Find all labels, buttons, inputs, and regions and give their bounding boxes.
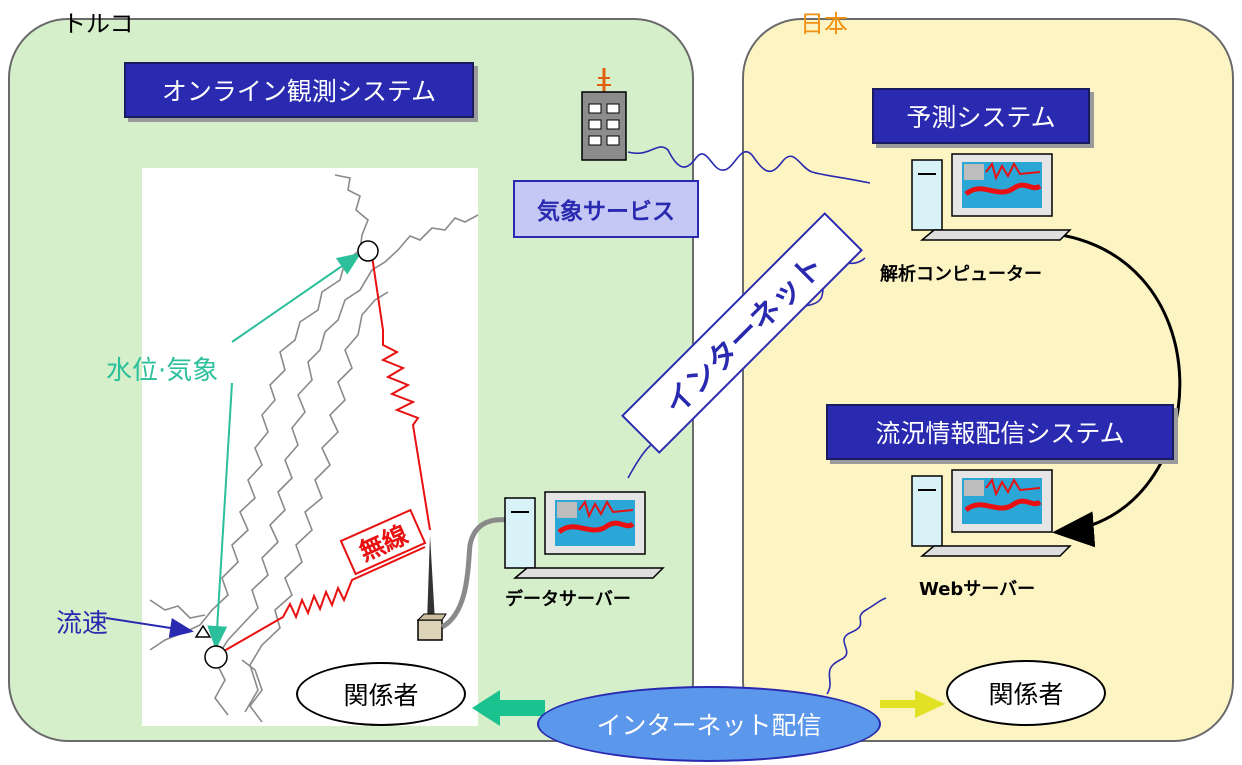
water-level-arrows [207,252,362,650]
data-server-caption: データサーバー [505,589,631,610]
analysis-computer-icon [911,153,1072,241]
building-icon [581,68,627,161]
weather-service-box: 気象サービス [513,180,699,238]
web-server-caption: Webサーバー [919,579,1036,600]
wireless-links [216,255,431,656]
antenna-icon [416,535,447,641]
forecast-system-box: 予測システム [872,88,1090,144]
flow-velocity-arrow [105,617,194,638]
analysis-computer-caption: 解析コンピューター [880,264,1042,285]
online-observation-system-box: オンライン観測システム [124,62,474,118]
web-server-computer-icon [911,469,1072,557]
station-downstream [204,645,228,669]
stakeholders-turkey: 関係者 [296,662,466,726]
station-upstream [357,240,379,262]
flow-velocity-label: 流速 [56,609,109,639]
publish-arrow [1029,230,1182,548]
internet-delivery-ellipse: インターネット配信 [537,686,881,762]
turkey-label: トルコ [62,10,134,38]
flow-distribution-system-box: 流況情報配信システム [826,404,1174,460]
stakeholders-japan: 関係者 [946,660,1106,726]
delivery-arrow-turkey [472,690,545,726]
water-level-weather-label: 水位·気象 [106,356,219,386]
data-cable [440,517,509,630]
data-server-computer-icon [504,491,665,579]
flow-velocity-sensor [194,624,212,638]
japan-label: 日本 [800,10,848,38]
delivery-arrow-japan [880,690,945,718]
river-banks [149,174,479,723]
